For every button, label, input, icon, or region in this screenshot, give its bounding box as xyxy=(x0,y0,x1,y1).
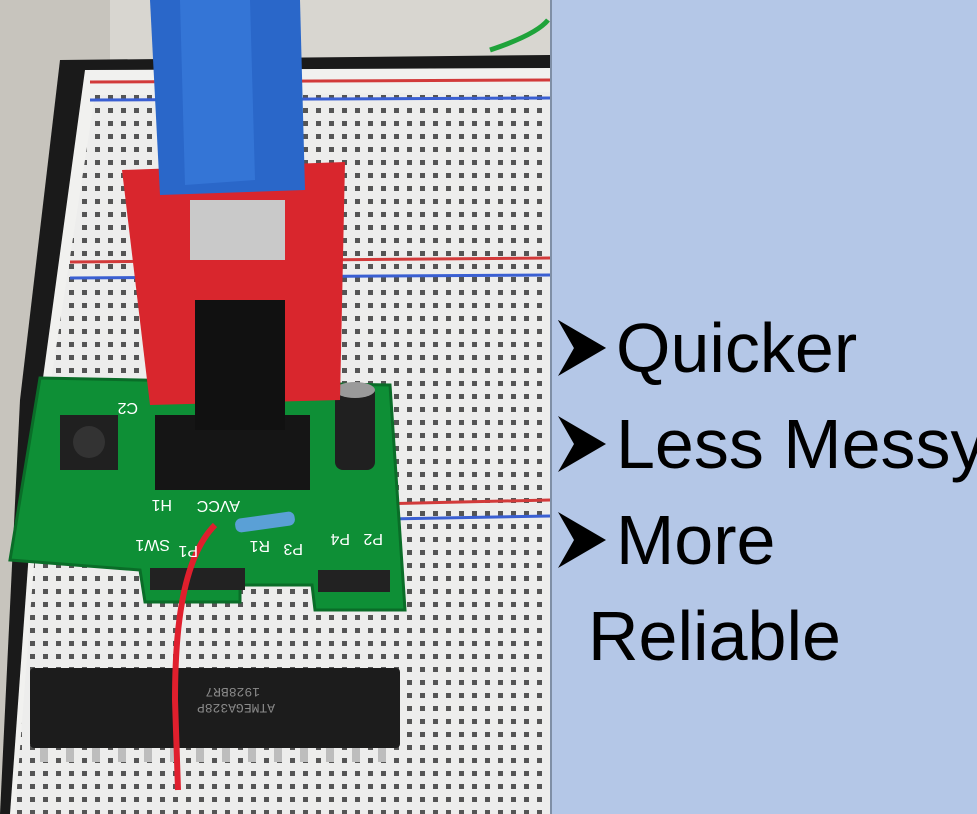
bullet-label: More xyxy=(616,501,776,579)
label-avcc: AVCC xyxy=(197,497,240,514)
bullet-item-quicker: Quicker xyxy=(556,300,977,396)
text-panel: Quicker Less Messy More Reliable xyxy=(550,0,977,814)
label-h1: H1 xyxy=(151,496,172,513)
label-p4: P4 xyxy=(330,530,350,547)
arrow-bullet-icon xyxy=(558,416,606,472)
label-c2: C2 xyxy=(117,399,138,416)
arrow-bullet-icon xyxy=(558,512,606,568)
arrow-bullet-icon xyxy=(558,320,606,376)
photo-illustration: SW1 P1 R1 P3 P4 P2 H1 AVCC C2 ATMEGA328P… xyxy=(0,0,550,814)
bullet-label: Less Messy xyxy=(616,405,977,483)
label-p3: P3 xyxy=(283,540,303,557)
label-sw1: SW1 xyxy=(135,536,170,553)
breadboard-photo: SW1 P1 R1 P3 P4 P2 H1 AVCC C2 ATMEGA328P… xyxy=(0,0,550,814)
bullet-list: Quicker Less Messy More Reliable xyxy=(556,300,977,684)
chip-text-batch: 1928BR7 xyxy=(205,684,260,699)
bullet-continuation-reliable: Reliable xyxy=(588,597,841,675)
label-p1: P1 xyxy=(178,542,198,559)
bullet-label: Quicker xyxy=(616,309,858,387)
bullet-item-less-messy: Less Messy xyxy=(556,396,977,492)
bullet-item-more: More xyxy=(556,492,977,588)
label-p2: P2 xyxy=(363,530,383,547)
chip-text-model: ATMEGA328P xyxy=(197,700,275,715)
label-r1: R1 xyxy=(249,537,270,554)
